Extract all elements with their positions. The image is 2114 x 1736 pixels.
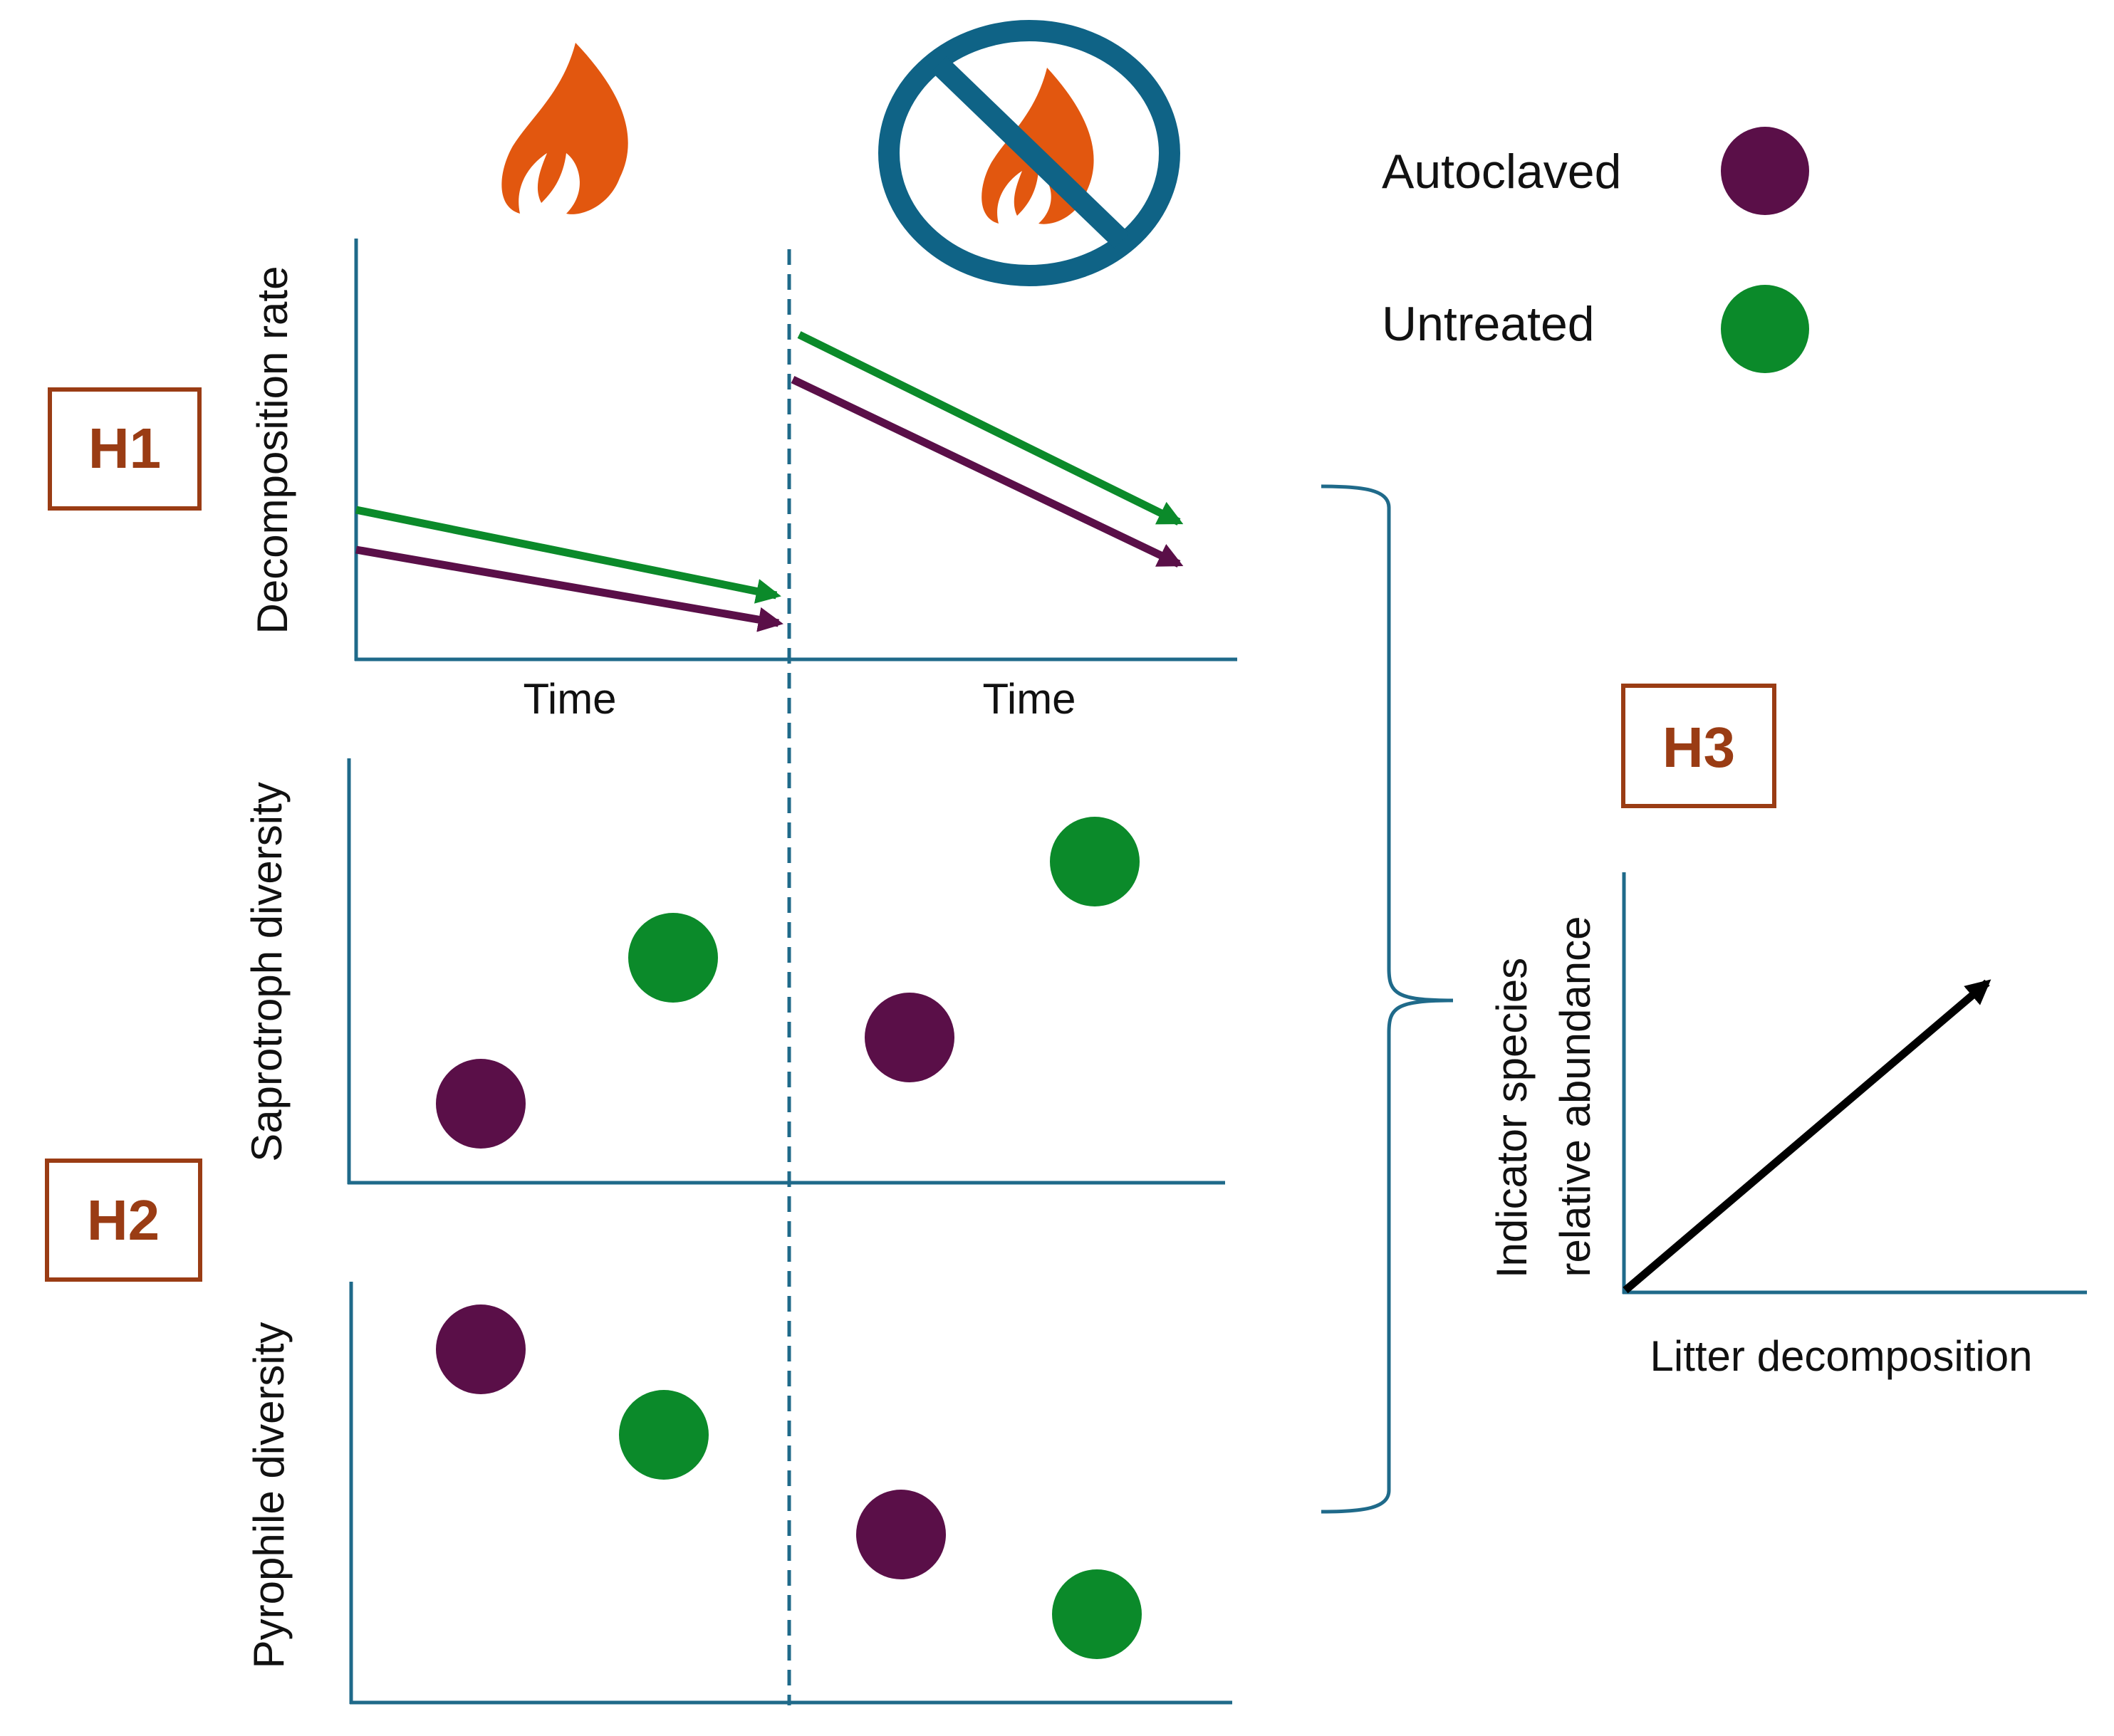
pyrophile-panel: Pyrophile diversity — [245, 1282, 1232, 1705]
fire-icon — [501, 43, 628, 214]
saprotroph-untreated-nofire — [1050, 817, 1140, 906]
h1-box: H1 — [48, 387, 202, 511]
untreated-trend-nofire — [797, 331, 1184, 525]
decomposition-panel: Decomposition rate Time Time — [249, 239, 1237, 723]
h2-box: H2 — [45, 1159, 202, 1282]
saprotroph-autoclaved-fire — [436, 1059, 526, 1149]
h2-label: H2 — [87, 1188, 160, 1252]
pyrophile-autoclaved-fire — [436, 1304, 526, 1394]
h1-label: H1 — [88, 417, 161, 480]
pyrophile-autoclaved-nofire — [856, 1490, 946, 1579]
saprotroph-untreated-fire — [628, 913, 718, 1003]
pyrophile-y-label: Pyrophile diversity — [245, 1322, 293, 1669]
indicator-panel: Indicator species relative abundance Lit… — [1488, 872, 2087, 1380]
untreated-trend-fire — [355, 506, 781, 604]
pyrophile-untreated-nofire — [1052, 1569, 1142, 1659]
saprotroph-panel: Saprotroph diversity — [243, 758, 1225, 1185]
legend: Autoclaved Untreated — [1382, 127, 1809, 373]
legend-autoclaved-label: Autoclaved — [1382, 145, 1621, 199]
pyrophile-untreated-fire — [619, 1390, 709, 1480]
autoclaved-trend-fire — [355, 545, 783, 632]
indicator-x-label: Litter decomposition — [1650, 1332, 2033, 1380]
no-fire-icon — [878, 20, 1180, 286]
indicator-trend-arrow — [1623, 979, 1991, 1294]
indicator-y-label-line1: Indicator species — [1488, 958, 1536, 1278]
curly-brace — [1321, 484, 1454, 1514]
autoclaved-trend-nofire — [791, 376, 1184, 568]
saprotroph-y-label: Saprotroph diversity — [243, 782, 291, 1162]
legend-untreated-label: Untreated — [1382, 297, 1595, 351]
decomposition-y-label: Decomposition rate — [249, 266, 296, 634]
h3-box: H3 — [1621, 684, 1776, 808]
decomposition-x-label-left: Time — [523, 675, 616, 723]
decomposition-x-label-right: Time — [982, 675, 1076, 723]
saprotroph-autoclaved-nofire — [865, 993, 954, 1082]
legend-untreated-marker — [1721, 285, 1809, 373]
legend-autoclaved-marker — [1721, 127, 1809, 215]
indicator-y-label-line2: relative abundance — [1551, 916, 1599, 1277]
h3-label: H3 — [1662, 716, 1735, 779]
